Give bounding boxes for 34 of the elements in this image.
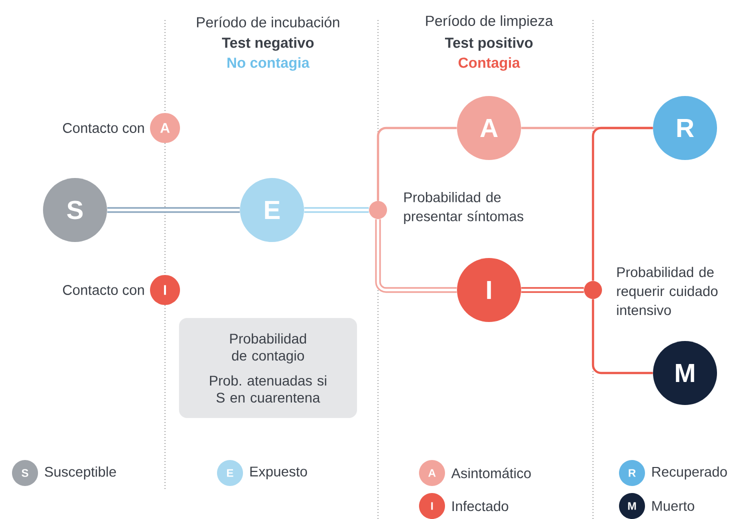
- legend-badge: R: [619, 460, 645, 486]
- legend-badge: I: [419, 493, 445, 519]
- node-caption: Probabilidad de requerir cuidado intensivo: [617, 266, 718, 316]
- note-box: Probabilidad de contagio Prob. atenuadas si S en cuarentena: [179, 318, 357, 418]
- connector-line: [107, 207, 240, 213]
- node-caption: Contacto con: [63, 123, 144, 133]
- connector-line: [592, 126, 653, 281]
- node-caption: Expuesto: [250, 466, 307, 480]
- legend-badge: A: [419, 460, 445, 486]
- connector-line: [375, 219, 457, 293]
- node-caption: Susceptible: [44, 466, 116, 480]
- connector-line: [304, 207, 369, 213]
- column-heading: No contagia: [227, 57, 310, 71]
- junction-dot: [369, 201, 387, 219]
- node-caption: Probabilidad de presentar síntomas: [404, 192, 524, 224]
- legend-badge: M: [619, 493, 645, 519]
- connector-line: [592, 299, 653, 374]
- column-heading: Test positivo: [445, 37, 533, 51]
- column-heading: Test negativo: [222, 37, 314, 51]
- legend-badge: S: [12, 460, 38, 486]
- connector-line: [521, 287, 584, 293]
- column-heading: Período de limpieza: [426, 15, 554, 29]
- column-heading: Período de incubación: [197, 16, 340, 28]
- column-heading: Contagia: [458, 57, 520, 71]
- node-caption: Recuperado: [652, 466, 727, 480]
- node-caption: Asintomático: [451, 468, 531, 478]
- junction-dot: [584, 281, 602, 299]
- legend-badge: E: [217, 460, 243, 486]
- node-caption: Infectado: [452, 500, 508, 512]
- letter-badge: I: [150, 275, 180, 305]
- letter-badge: A: [150, 113, 180, 143]
- node-caption: Muerto: [652, 501, 694, 511]
- connector-line: [376, 126, 457, 201]
- node-caption: Contacto con: [63, 285, 144, 295]
